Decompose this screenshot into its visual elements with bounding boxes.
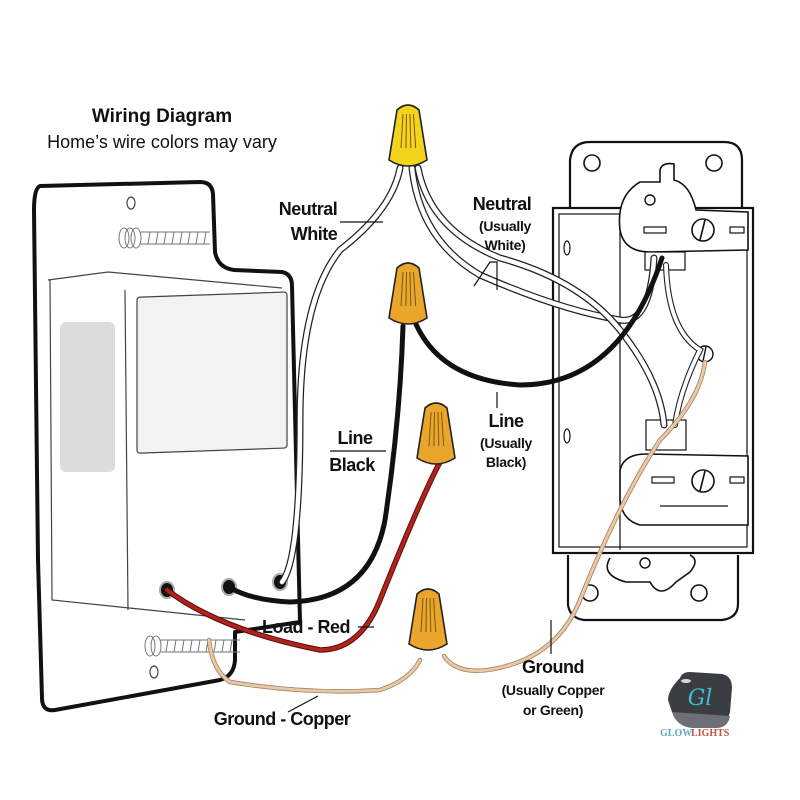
- leader-lines: [287, 221, 552, 713]
- svg-text:Black): Black): [486, 454, 526, 470]
- label-neutral-usually-white: Neutral (Usually White): [473, 194, 532, 253]
- wire-nut-rib: [413, 113, 417, 149]
- smart-switch: [32, 180, 302, 713]
- top-mounting-screw-icon: [118, 227, 210, 249]
- wire-nut-rib: [413, 271, 417, 307]
- yoke-screw-hole-icon: [583, 154, 601, 172]
- wire-nut-rib: [400, 113, 404, 149]
- wire-nut-rib: [433, 597, 437, 633]
- wire-nut-rib: [400, 271, 404, 307]
- svg-text:Black: Black: [329, 455, 376, 475]
- label-load-red: Load - Red: [262, 617, 350, 637]
- wire-nut-rib: [409, 271, 412, 307]
- neutral-wire-nut: [388, 104, 428, 167]
- logo-word-lights: LIGHTS: [691, 728, 730, 739]
- wire-nut-rib: [428, 411, 432, 447]
- svg-text:(Usually: (Usually: [480, 435, 533, 451]
- svg-text:Neutral: Neutral: [279, 199, 338, 219]
- svg-text:(Usually Copper: (Usually Copper: [502, 682, 606, 698]
- wire-nut-rib: [437, 411, 440, 447]
- svg-text:White: White: [291, 224, 338, 244]
- ground-wires: [206, 359, 708, 694]
- mount-hole-icon: [126, 196, 136, 210]
- wire-nut-rib: [405, 271, 407, 307]
- diagram-subtitle: Home’s wire colors may vary: [47, 132, 277, 152]
- label-line-black: Line Black: [329, 428, 377, 475]
- svg-text:Ground: Ground: [522, 657, 584, 677]
- wire-nut-rib: [420, 597, 424, 633]
- glow-lights-logo: Gl GLOW LIGHTS: [660, 672, 732, 739]
- svg-text:White): White): [485, 237, 526, 253]
- svg-text:Line: Line: [488, 411, 523, 431]
- wire-nut-rib: [433, 411, 435, 447]
- screw-icon: [691, 469, 715, 493]
- wire-nut-rib: [441, 411, 445, 447]
- screw-icon: [691, 218, 715, 242]
- ground-wire-nut: [408, 588, 448, 651]
- line-wires: [226, 255, 665, 605]
- line-wire-nut: [388, 262, 428, 325]
- load-wire-nut: [416, 402, 456, 465]
- logo-mark: Gl: [688, 686, 713, 711]
- switch-paddle: [136, 291, 288, 454]
- label-neutral-white: Neutral White: [279, 199, 338, 244]
- bottom-mounting-screw-icon: [144, 635, 240, 657]
- wire-nut-rib: [429, 597, 432, 633]
- load-wire: [164, 459, 443, 653]
- diagram-title: Wiring Diagram: [92, 106, 232, 127]
- switch-side-shade: [60, 322, 115, 472]
- mount-hole-icon: [149, 665, 159, 679]
- label-ground-usually-copper: Ground (Usually Copper or Green): [502, 657, 606, 718]
- label-line-usually-black: Line (Usually Black): [480, 411, 533, 470]
- svg-text:Line: Line: [337, 428, 372, 448]
- logo-word-glow: GLOW: [660, 728, 692, 739]
- svg-text:Neutral: Neutral: [473, 194, 532, 214]
- yoke-screw-hole-icon: [690, 584, 708, 602]
- label-ground-copper: Ground - Copper: [214, 709, 351, 729]
- wire-nut-rib: [425, 597, 427, 633]
- svg-text:or Green): or Green): [523, 702, 583, 718]
- yoke-screw-hole-icon: [705, 154, 723, 172]
- svg-text:(Usually: (Usually: [479, 218, 532, 234]
- wire-nut-rib: [409, 113, 412, 149]
- wire-nut-rib: [405, 113, 407, 149]
